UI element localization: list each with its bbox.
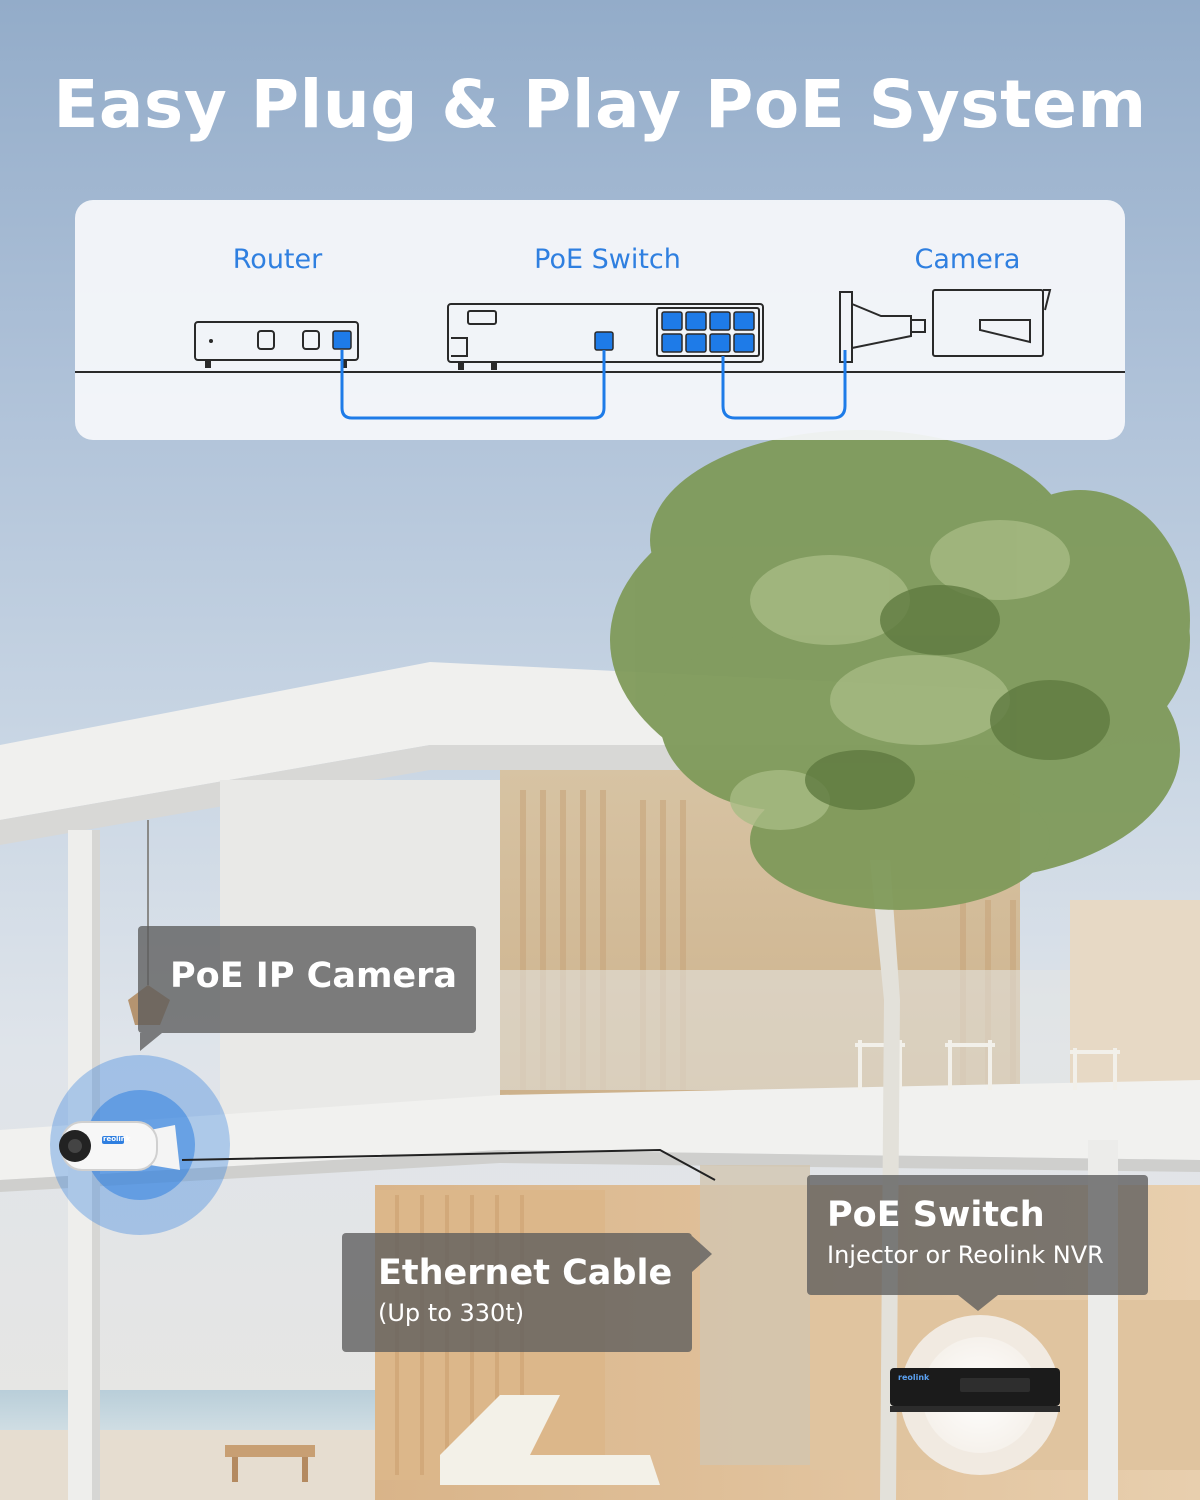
camera-icon [839,289,1052,363]
poe-switch-pointer [958,1295,998,1311]
bullet-camera-illustration [59,1121,180,1171]
camera-brand-mark: reolink [103,1135,131,1143]
poe-switch-callout: PoE Switch Injector or Reolink NVR [807,1175,1148,1295]
ethernet-cable-title: Ethernet Cable [378,1253,673,1293]
poe-switch-label: PoE Switch [534,244,681,275]
switch-to-camera-cable [721,350,847,420]
router-label: Router [232,244,323,275]
diagram-drawing [75,289,1125,420]
ethernet-cable-line [181,1148,716,1181]
nvr-brand-mark: reolink [898,1373,930,1382]
ethernet-cable-subtitle: (Up to 330t) [378,1299,525,1327]
camera-label: Camera [914,244,1021,275]
router-to-switch-cable [340,350,606,420]
connection-diagram: Router PoE Switch Camera [75,200,1125,440]
poe-switch-icon [447,303,764,370]
nvr-device-illustration [890,1368,1060,1412]
ethernet-cable-pointer [692,1236,712,1272]
poe-switch-title: PoE Switch [827,1195,1045,1235]
ethernet-cable-callout: Ethernet Cable (Up to 330t) [342,1233,692,1352]
camera-callout-pointer [140,1033,162,1051]
poe-switch-subtitle: Injector or Reolink NVR [827,1241,1104,1269]
camera-callout: PoE IP Camera [138,926,476,1033]
camera-callout-title: PoE IP Camera [170,956,458,996]
page-title: Easy Plug & Play PoE System [53,66,1147,143]
lounge-chair [440,1395,660,1485]
floor-slab [0,1080,1200,1180]
sea [0,1390,420,1430]
router-icon [194,321,359,368]
